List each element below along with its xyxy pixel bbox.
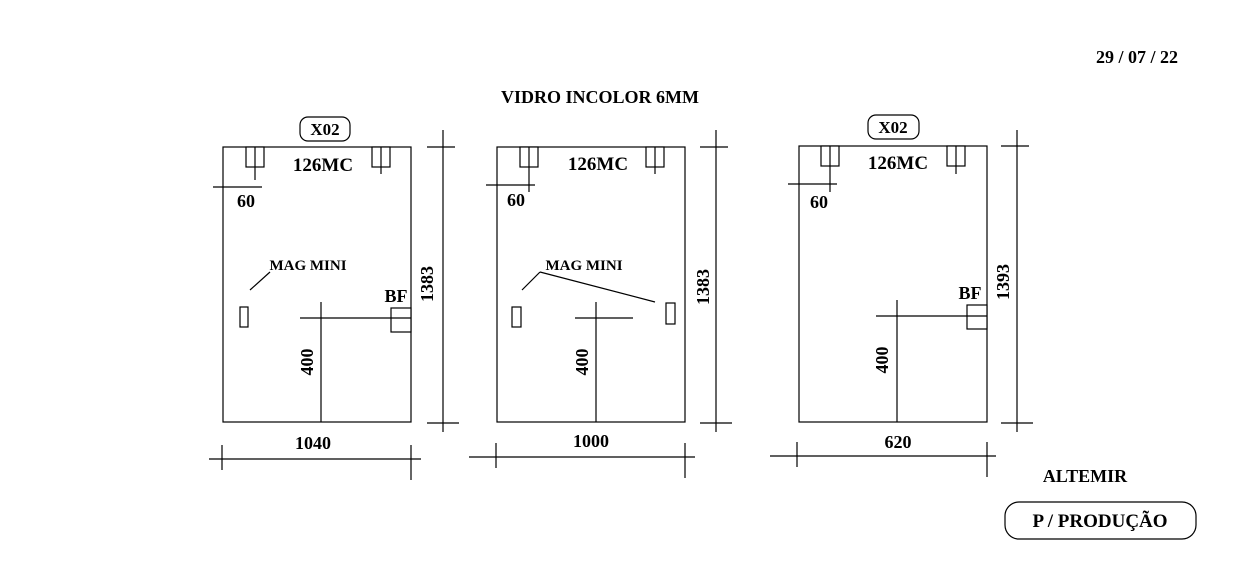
piece-3-bf-label: BF [958,283,981,303]
piece-3-width-label: 620 [885,432,912,452]
piece-2-mag-leader-right [539,271,656,303]
glass-piece-2: 126MC 60 MAG MINI 400 1383 1000 [469,130,732,478]
piece-1-magnet [239,306,249,328]
piece-2-height-dimension [700,130,732,432]
piece-1-mag-label: MAG MINI [269,258,346,274]
piece-1-height-label: 1383 [417,266,437,302]
piece-2-width-label: 1000 [573,431,609,451]
glass-piece-3: X02 126MC 60 BF 400 1393 620 [770,114,1033,477]
piece-2-magnet-left [511,306,522,328]
piece-1-bf-fitting [390,307,412,333]
piece-2-mag-leader-left [521,271,541,291]
drawing-title: VIDRO INCOLOR 6MM [501,87,699,107]
piece-3-height-dimension [1001,130,1033,432]
piece-3-top-hinge-right [946,145,966,174]
piece-1-width-label: 1040 [295,433,331,453]
piece-3-bf-fitting [966,304,988,330]
piece-3-height-label: 1393 [993,264,1013,300]
piece-2-height-label: 1383 [693,269,713,305]
piece-2-mag-label: MAG MINI [545,258,622,274]
piece-1-tag: X02 [310,120,339,139]
piece-1-offset-label: 60 [237,191,255,211]
piece-1-top-hinge-right [371,146,391,174]
piece-3-width-dimension [770,442,996,477]
piece-3-hardware-label: 126MC [868,153,928,174]
piece-2-width-dimension [469,443,695,478]
drawing-date: 29 / 07 / 22 [1096,47,1178,67]
piece-2-vertical-dim: 400 [572,349,592,376]
piece-1-bf-label: BF [384,286,407,306]
piece-2-offset-label: 60 [507,190,525,210]
piece-1-height-dimension [427,130,459,432]
production-stamp-box [1004,501,1197,540]
piece-3-offset-label: 60 [810,192,828,212]
production-stamp: P / PRODUÇÃO [1032,510,1167,532]
piece-3-vertical-dim: 400 [872,347,892,374]
piece-3-tag-box [867,114,920,140]
piece-1-hardware-label: 126MC [293,155,353,176]
piece-1-top-hinge-left [245,146,265,180]
piece-1-outline [222,146,412,423]
piece-1-tag-box [299,116,351,142]
piece-2-outline [496,146,686,423]
piece-1-mag-leader [249,271,271,291]
piece-2-magnet-right [665,302,676,325]
piece-2-top-hinge-right [645,146,665,174]
piece-2-hardware-label: 126MC [568,154,628,175]
piece-1-vertical-dim: 400 [297,349,317,376]
glass-piece-1: X02 126MC 60 MAG MINI BF 400 1383 [209,116,459,480]
author-name: ALTEMIR [1043,466,1128,486]
piece-1-width-dimension [209,445,421,480]
piece-3-tag: X02 [878,118,907,137]
